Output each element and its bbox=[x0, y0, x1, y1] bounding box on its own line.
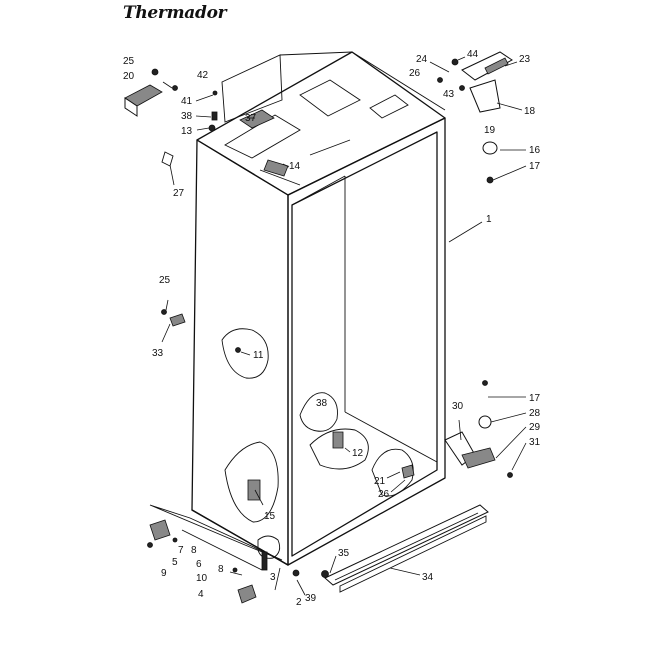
callout-6: 6 bbox=[196, 559, 202, 570]
callout-28: 28 bbox=[529, 408, 541, 419]
callout-9: 9 bbox=[161, 568, 167, 579]
callout-25: 25 bbox=[123, 56, 135, 67]
top-hinge-assembly bbox=[437, 51, 513, 184]
callout-38-inner: 38 bbox=[316, 398, 328, 409]
callout-21: 21 bbox=[374, 476, 386, 487]
bottom-hinge bbox=[444, 380, 513, 478]
callout-27: 27 bbox=[173, 188, 185, 199]
callout-37: 37 bbox=[245, 113, 257, 124]
callout-8-lower: 8 bbox=[218, 564, 224, 575]
callout-7: 7 bbox=[178, 545, 184, 556]
callout-11: 11 bbox=[253, 350, 264, 361]
callout-31: 31 bbox=[529, 437, 541, 448]
top-hardware bbox=[161, 90, 289, 177]
callout-4: 4 bbox=[198, 589, 204, 600]
callout-23: 23 bbox=[519, 54, 531, 65]
callout-2: 2 bbox=[296, 597, 302, 608]
callout-14: 14 bbox=[289, 161, 301, 172]
callout-1: 1 bbox=[486, 214, 492, 225]
callout-24: 24 bbox=[416, 54, 428, 65]
callout-41: 41 bbox=[181, 96, 193, 107]
callout-15: 15 bbox=[264, 511, 276, 522]
callout-29: 29 bbox=[529, 422, 541, 433]
callout-16: 16 bbox=[529, 145, 541, 156]
callout-12: 12 bbox=[352, 448, 364, 459]
callout-5: 5 bbox=[172, 557, 178, 568]
cabinet-body bbox=[191, 51, 446, 566]
side-clip bbox=[161, 309, 186, 327]
callout-26: 26 bbox=[409, 68, 421, 79]
callout-25-side: 25 bbox=[159, 275, 171, 286]
callout-38: 38 bbox=[181, 111, 193, 122]
callout-33: 33 bbox=[152, 348, 164, 359]
callout-35: 35 bbox=[338, 548, 350, 559]
brand-logo: Thermador bbox=[123, 3, 227, 23]
callout-26-lower: 26 bbox=[378, 489, 390, 500]
callout-39: 39 bbox=[305, 593, 317, 604]
slide-rail bbox=[324, 504, 489, 593]
callout-34: 34 bbox=[422, 572, 434, 583]
callout-13: 13 bbox=[181, 126, 193, 137]
insulation-panels bbox=[221, 328, 415, 523]
callout-44: 44 bbox=[467, 49, 479, 60]
callout-17-lower: 17 bbox=[529, 393, 541, 404]
leader-lines bbox=[161, 56, 527, 596]
bottom-hardware bbox=[147, 504, 329, 604]
top-bracket bbox=[124, 68, 178, 117]
callout-3: 3 bbox=[270, 572, 276, 583]
callout-10: 10 bbox=[196, 573, 208, 584]
callout-30: 30 bbox=[452, 401, 464, 412]
callout-42: 42 bbox=[197, 70, 209, 81]
callout-8: 8 bbox=[191, 545, 197, 556]
callout-43: 43 bbox=[443, 89, 455, 100]
callout-20: 20 bbox=[123, 71, 135, 82]
callout-labels: 25 20 42 41 38 37 13 14 27 24 44 26 43 2… bbox=[123, 49, 541, 608]
callout-18: 18 bbox=[524, 106, 536, 117]
callout-19: 19 bbox=[484, 125, 496, 136]
callout-17: 17 bbox=[529, 161, 541, 172]
